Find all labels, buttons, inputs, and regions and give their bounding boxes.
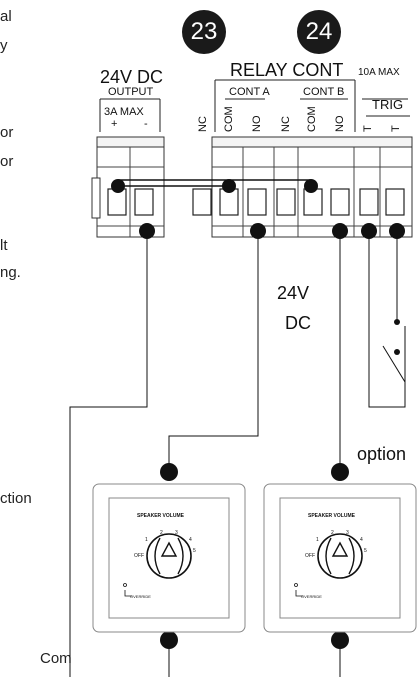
terminal-com-a: COM <box>223 106 235 132</box>
relay-max-label: 10A MAX <box>358 67 400 78</box>
option-label: option <box>357 444 407 464</box>
control-2-n2: 2 <box>331 530 334 536</box>
control-2-override: OVERRIDE <box>301 594 322 599</box>
terminal-no-a: NO <box>251 115 263 133</box>
dc-label-line1: 24V <box>277 283 310 303</box>
control-2-n3: 3 <box>346 530 349 536</box>
side-text-6: ng. <box>0 264 21 281</box>
terminal-nc-b: NC <box>280 116 292 132</box>
control-1-override: OVERRIDE <box>130 594 151 599</box>
terminal-no-b: NO <box>334 115 346 133</box>
side-text-8: Com <box>40 650 72 667</box>
cont-b-label: CONT B <box>303 86 345 98</box>
control-1-off: OFF <box>134 553 144 559</box>
control-1-n4: 4 <box>189 537 192 543</box>
control-2-title: SPEAKER VOLUME <box>308 513 355 519</box>
control-2-n1: 1 <box>316 537 319 543</box>
terminal-com-b: COM <box>306 106 318 132</box>
output-minus-label: - <box>144 118 148 130</box>
terminal-badge-24: 24 <box>297 10 341 54</box>
control-2-n4: 4 <box>360 537 363 543</box>
relay-title: RELAY CONT <box>230 60 344 80</box>
terminal-nc-a: NC <box>197 116 209 132</box>
terminal-t2: T <box>390 125 402 132</box>
control-1-title: SPEAKER VOLUME <box>137 513 184 519</box>
terminal-t1: T <box>362 125 374 132</box>
terminal-badge-23: 23 <box>182 10 226 54</box>
dc-label-line2: DC <box>285 313 311 333</box>
control-1-n5: 5 <box>193 548 196 554</box>
output-label: OUTPUT <box>108 86 154 98</box>
output-max-label: 3A MAX <box>104 106 144 118</box>
side-text-3: or <box>0 124 14 141</box>
trig-label: TRIG <box>372 97 404 112</box>
cont-a-label: CONT A <box>229 86 270 98</box>
control-1-n3: 3 <box>175 530 178 536</box>
control-1-n1: 1 <box>145 537 148 543</box>
side-text-5: lt <box>0 237 8 254</box>
output-voltage-label: 24V DC <box>100 67 164 87</box>
output-plus-label: + <box>111 118 118 130</box>
side-text-7: ction <box>0 490 32 507</box>
control-1-n2: 2 <box>160 530 163 536</box>
control-2-n5: 5 <box>364 548 367 554</box>
side-text-2: y <box>0 37 8 54</box>
side-text-4: or <box>0 153 14 170</box>
control-2-off: OFF <box>305 553 315 559</box>
side-text-1: al <box>0 8 12 25</box>
